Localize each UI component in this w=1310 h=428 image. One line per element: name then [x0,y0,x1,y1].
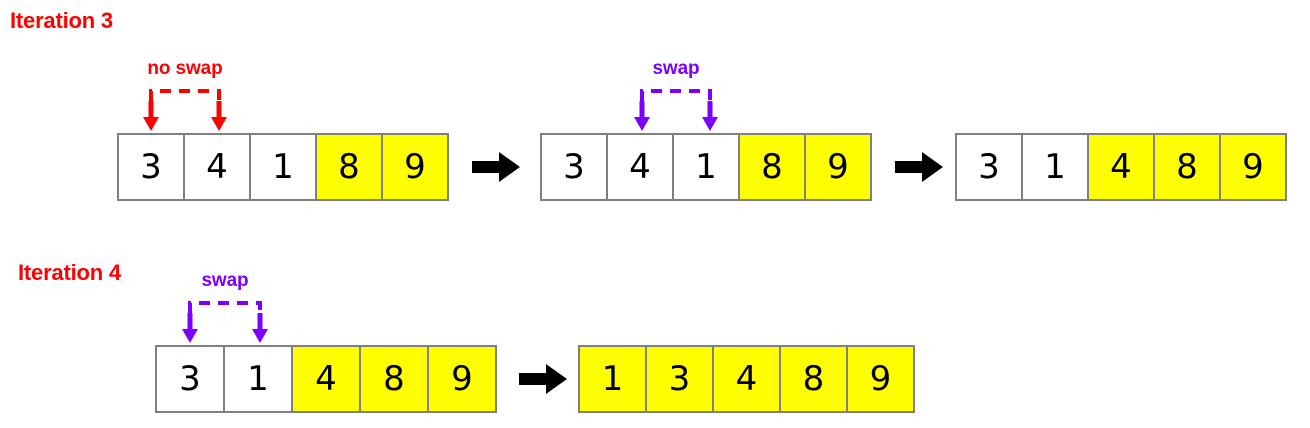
transition-arrow-icon [895,152,943,182]
array-cell: 8 [738,133,806,201]
array-cell: 8 [1153,133,1221,201]
swap-bracket-icon [634,89,718,131]
array-cell: 9 [804,133,872,201]
array-cell: 9 [427,345,497,413]
array-cell: 3 [117,133,185,201]
swap-annotation-label: no swap [147,58,223,79]
array-cell: 9 [381,133,449,201]
swap-bracket-icon [143,89,227,131]
swap-bracket-icon [182,301,268,343]
iteration-label: Iteration 4 [18,260,121,285]
array-cell: 1 [578,345,647,413]
array-cell: 8 [315,133,383,201]
array-cell: 4 [712,345,781,413]
array-cell: 3 [155,345,225,413]
array-cell: 1 [672,133,740,201]
array-cell: 1 [249,133,317,201]
array-cell: 3 [955,133,1023,201]
array-cell: 4 [291,345,361,413]
transition-arrow-icon [519,364,567,394]
array-cell: 1 [1021,133,1089,201]
array-cell: 3 [540,133,608,201]
array-cell: 3 [645,345,714,413]
array-cell: 1 [223,345,293,413]
array-cell: 4 [1087,133,1155,201]
swap-annotation-label: swap [652,58,700,79]
array-cell: 9 [1219,133,1287,201]
array-cell: 9 [846,345,915,413]
swap-annotation-label: swap [201,270,249,291]
array-cell: 8 [779,345,848,413]
transition-arrow-icon [472,152,520,182]
array-cell: 4 [606,133,674,201]
iteration-label: Iteration 3 [10,8,113,33]
array-cell: 4 [183,133,251,201]
array-cell: 8 [359,345,429,413]
